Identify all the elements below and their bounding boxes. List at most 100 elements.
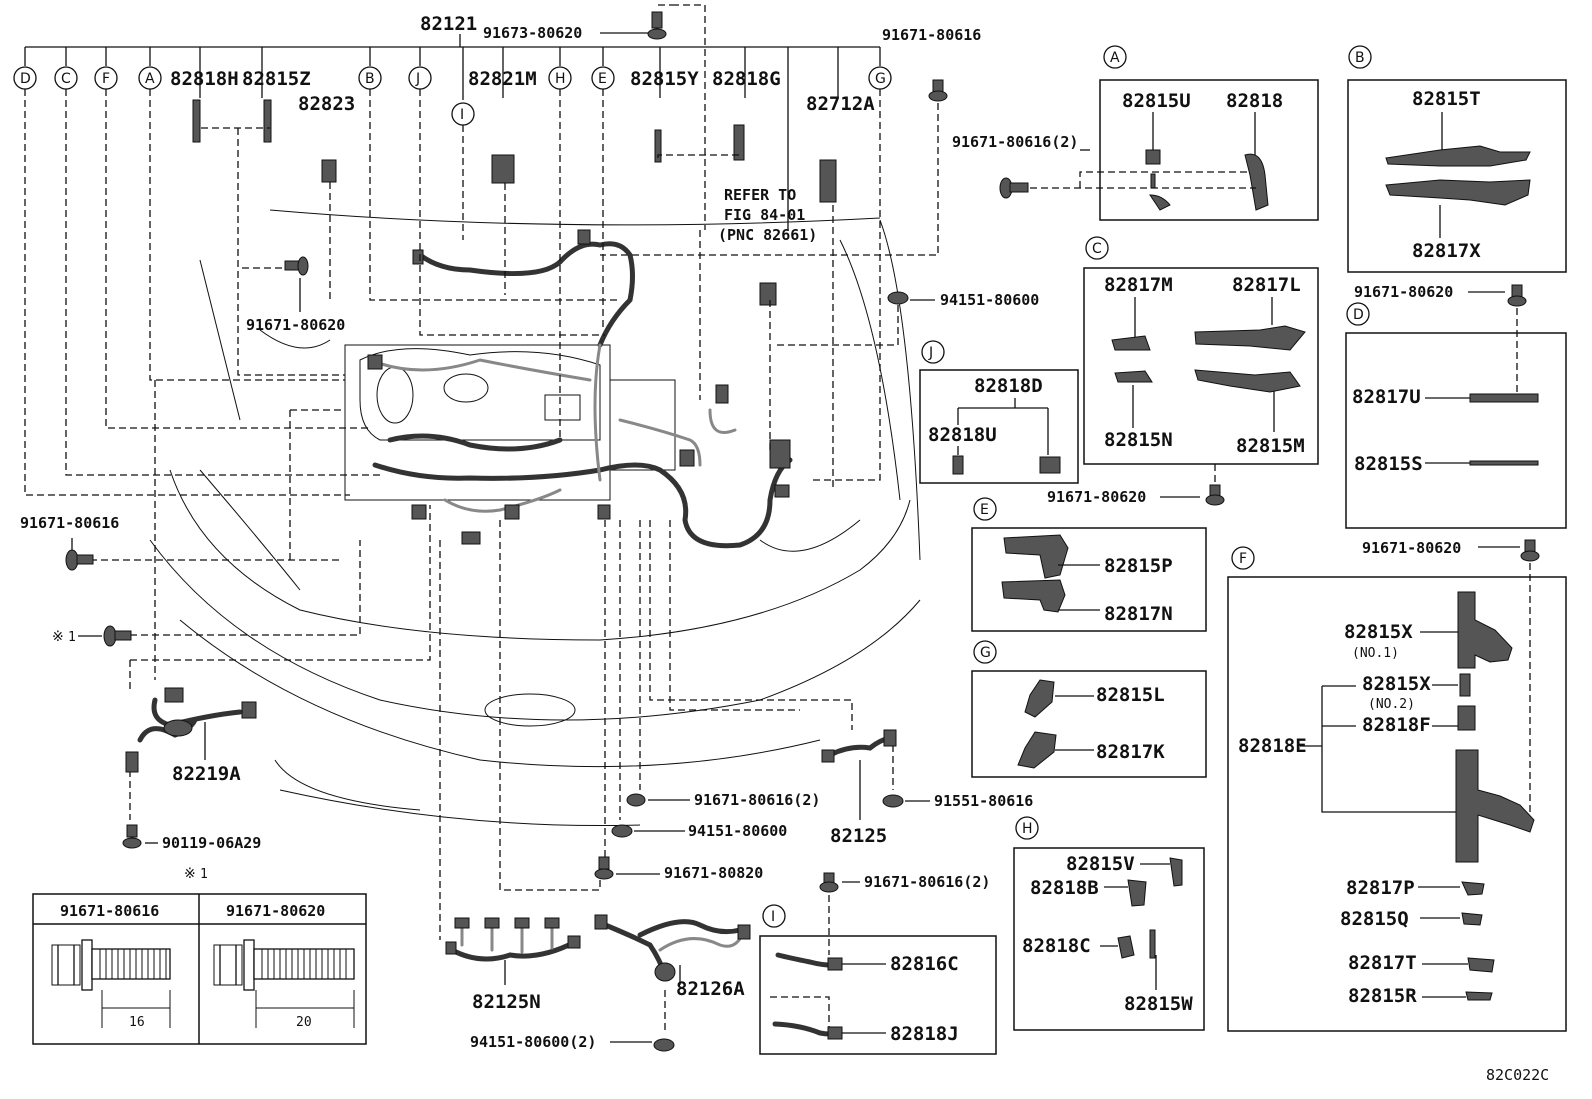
reference-mark-1: ※ 1 — [52, 625, 132, 647]
svg-text:82815X: 82815X — [1362, 673, 1431, 695]
clip-82815z-icon — [263, 99, 272, 143]
svg-text:E: E — [598, 71, 607, 87]
svg-text:82817L: 82817L — [1232, 274, 1301, 296]
svg-text:82818U: 82818U — [928, 424, 997, 446]
part-82125-label: 82125 — [830, 825, 887, 847]
nut-94151-80600-2-icon — [610, 1038, 675, 1052]
bolt-91671-80620-left-label: 91671-80620 — [246, 316, 345, 334]
part-82125n-label: 82125N — [472, 991, 541, 1013]
clip-82815y-icon — [654, 129, 662, 163]
refer-text-1: REFER TO — [724, 186, 796, 204]
bolt-91671-80620-d-icon — [1468, 284, 1527, 395]
circle-D: D — [13, 66, 37, 90]
svg-text:82816C: 82816C — [890, 953, 959, 975]
harness-callout-bracket — [24, 34, 881, 230]
svg-text:82818: 82818 — [1226, 90, 1283, 112]
svg-text:91671-80616(2): 91671-80616(2) — [952, 133, 1078, 151]
svg-text:(NO.2): (NO.2) — [1368, 697, 1415, 712]
bolt-91673-label: 91673-80620 — [483, 24, 582, 42]
nut-91551-label: 91551-80616 — [934, 792, 1033, 810]
svg-text:J: J — [415, 71, 420, 87]
note-len1: 16 — [129, 1015, 145, 1030]
panel-f: F 82815X (NO.1) 82815X (NO.2) 82818F 828… — [1227, 546, 1567, 1032]
circle-G: G — [868, 66, 892, 90]
bolt-91671-80620-d-label: 91671-80620 — [1354, 283, 1453, 301]
svg-text:A: A — [145, 71, 155, 87]
panel-c: C 82817M 82817L 82815N 82815M — [1083, 236, 1319, 465]
svg-text:C: C — [1092, 241, 1102, 257]
bolt-91671-80620-f-label: 91671-80620 — [1362, 539, 1461, 557]
part-82126a-label: 82126A — [676, 978, 745, 1000]
svg-text:82815X: 82815X — [1344, 621, 1413, 643]
bolt-91671-80620-c-icon — [1160, 464, 1225, 506]
note-col1-label: 91671-80616 — [60, 902, 159, 920]
svg-text:82817M: 82817M — [1104, 274, 1173, 296]
bolt-91671-80820-icon — [594, 856, 660, 880]
svg-text:1: 1 — [68, 630, 76, 645]
bolt-91671-80616-icon — [600, 79, 948, 256]
sensor-82219a-icon — [125, 687, 257, 773]
wire-harness-82121 — [367, 229, 793, 549]
svg-text:82815N: 82815N — [1104, 429, 1173, 451]
svg-text:82817P: 82817P — [1346, 877, 1415, 899]
svg-text:E: E — [980, 502, 989, 518]
svg-text:82815Q: 82815Q — [1340, 908, 1409, 930]
svg-text:82817X: 82817X — [1412, 240, 1481, 262]
bolt-91671-80616-left-label: 91671-80616 — [20, 514, 119, 532]
circle-F: F — [94, 66, 118, 90]
svg-text:I: I — [460, 107, 464, 123]
clip-82821m-icon — [491, 154, 515, 184]
svg-text:82818D: 82818D — [974, 375, 1043, 397]
svg-text:82815M: 82815M — [1236, 435, 1305, 457]
svg-text:C: C — [61, 71, 71, 87]
circle-C: C — [54, 66, 78, 90]
bolt-91671-80616-2-center-label: 91671-80616(2) — [694, 791, 820, 809]
svg-text:82815W: 82815W — [1124, 993, 1193, 1015]
svg-text:H: H — [1022, 821, 1033, 837]
vehicle-body-outline — [149, 209, 921, 827]
svg-text:82815U: 82815U — [1122, 90, 1191, 112]
refer-text-2: FIG 84-01 — [724, 206, 805, 224]
panel-a: A 82815U 82818 91671-80616(2) — [952, 45, 1319, 221]
svg-text:B: B — [365, 71, 375, 87]
svg-text:B: B — [1355, 50, 1365, 66]
circle-E: E — [591, 66, 615, 90]
panel-i: I 82816C 82818J — [759, 904, 997, 1055]
svg-text:82815L: 82815L — [1096, 684, 1165, 706]
svg-text:82817T: 82817T — [1348, 952, 1417, 974]
part-82818g-label: 82818G — [712, 68, 781, 90]
svg-text:82815S: 82815S — [1354, 453, 1423, 475]
panel-d: D 82817U 82815S — [1345, 302, 1567, 529]
nut-91551-icon — [882, 794, 930, 808]
nut-94151-80600-center-icon — [611, 824, 685, 838]
svg-text:A: A — [1110, 50, 1120, 66]
svg-text:※: ※ — [184, 866, 196, 882]
part-82121-label: 82121 — [420, 13, 477, 35]
bolt-91671-80820-label: 91671-80820 — [664, 864, 763, 882]
part-82823-label: 82823 — [298, 93, 355, 115]
bolt-91671-80620-c-label: 91671-80620 — [1047, 488, 1146, 506]
svg-text:D: D — [20, 71, 31, 87]
circle-J: J — [408, 66, 432, 90]
bolt-90119-icon — [122, 824, 158, 849]
part-82821m-label: 82821M — [468, 68, 537, 90]
bolt-90119-label: 90119-06A29 — [162, 834, 261, 852]
bolt-91671-80616-2-i-label: 91671-80616(2) — [864, 873, 990, 891]
refer-text-3: (PNC 82661) — [718, 226, 817, 244]
note-table: ※ 1 91671-80616 91671-80620 16 20 — [32, 866, 367, 1045]
part-82815y-label: 82815Y — [630, 68, 699, 90]
svg-text:82815T: 82815T — [1412, 88, 1481, 110]
svg-text:J: J — [928, 345, 933, 361]
nut-94151-80600-2-label: 94151-80600(2) — [470, 1033, 596, 1051]
svg-text:F: F — [1239, 551, 1247, 567]
harness-82125-icon — [821, 729, 897, 820]
clip-82818h-icon — [192, 99, 201, 143]
clip-82818g-icon — [733, 124, 745, 161]
svg-text:※: ※ — [52, 629, 64, 645]
nut-94151-80600-label: 94151-80600 — [940, 291, 1039, 309]
figure-code: 82C022C — [1486, 1066, 1549, 1084]
svg-text:82817U: 82817U — [1352, 386, 1421, 408]
svg-text:G: G — [875, 71, 886, 87]
part-82818h-label: 82818H — [170, 68, 239, 90]
